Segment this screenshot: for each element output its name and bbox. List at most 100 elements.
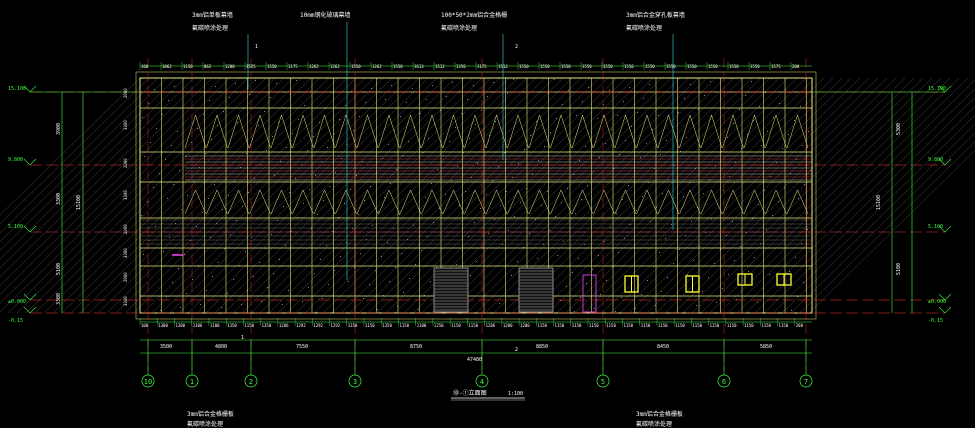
hatch-line	[340, 77, 582, 314]
panel-brace	[442, 189, 465, 215]
hatch-dot	[740, 246, 741, 247]
hatch-line	[0, 77, 168, 242]
hatch-dot	[292, 133, 293, 134]
hatch-dot	[524, 149, 525, 150]
hatch-dot	[609, 90, 610, 91]
hatch-dot	[428, 138, 429, 139]
drawing-title-block: ⑩-①立面图 1:100	[451, 389, 525, 401]
hatch-dot	[636, 210, 637, 211]
hatch-line	[0, 77, 186, 260]
hatch-dot	[210, 237, 211, 238]
hatch-dot	[794, 120, 795, 121]
hatch-dot	[288, 290, 289, 291]
top-dim-text: 1550	[540, 64, 550, 69]
hatch-dot	[658, 115, 659, 116]
hatch-line	[358, 77, 600, 314]
hatch-dot	[420, 113, 421, 114]
hatch-dot	[618, 252, 619, 253]
hatch-dot	[711, 218, 712, 219]
hatch-dot	[483, 149, 484, 150]
hatch-dot	[266, 150, 267, 151]
hatch-dot	[436, 267, 437, 268]
hatch-line	[673, 77, 915, 314]
hatch-dot	[167, 198, 168, 199]
hatch-dot	[154, 89, 155, 90]
hatch-line	[718, 77, 960, 314]
axis-label: 1	[190, 378, 194, 386]
hatch-dot	[252, 139, 253, 140]
hatch-dot	[648, 182, 649, 183]
hatch-dot	[467, 99, 468, 100]
hatch-line	[520, 77, 762, 314]
bottom-dim-text: 1150	[779, 323, 789, 328]
hatch-line	[331, 77, 573, 314]
hatch-dot	[233, 279, 234, 280]
hatch-line	[43, 77, 285, 314]
hatch-dot	[465, 191, 466, 192]
hatch-dot	[622, 199, 623, 200]
callout-bottom-right-note: 氟碳喷涂处理	[636, 420, 672, 428]
hatch-dot	[407, 239, 408, 240]
door	[433, 267, 469, 313]
hatch-line	[610, 77, 852, 314]
hatch-dot	[165, 159, 166, 160]
hatch-dot	[455, 127, 456, 128]
hatch-dot	[143, 254, 144, 255]
level-left-0: ±0.000	[8, 299, 26, 305]
panel-brace	[679, 114, 701, 149]
hatch-dot	[245, 251, 246, 252]
hatch-dot	[532, 174, 533, 175]
hatch-dot	[179, 170, 180, 171]
hatch-dot	[494, 219, 495, 220]
hatch-dot	[236, 220, 237, 221]
hatch-dot	[752, 218, 753, 219]
hatch-line	[556, 77, 798, 314]
hatch-dot	[339, 119, 340, 120]
inner-dim-text: 3300	[123, 248, 128, 258]
hatch-dot	[563, 241, 564, 242]
hatch-line	[0, 77, 150, 225]
hatch-dot	[215, 86, 216, 87]
hatch-dot	[473, 85, 474, 86]
hatch-line	[169, 77, 411, 314]
hatch-dot	[710, 81, 711, 82]
panel-brace	[593, 114, 615, 149]
hatch-dot	[739, 109, 740, 110]
hatch-dot	[667, 277, 668, 278]
hatch-dot	[350, 189, 351, 190]
hatch-dot	[393, 228, 394, 229]
hatch-line	[286, 77, 528, 314]
hatch-dot	[751, 81, 752, 82]
hatch-dot	[422, 152, 423, 153]
hatch-dot	[159, 173, 160, 174]
hatch-dot	[650, 221, 651, 222]
hatch-dot	[304, 105, 305, 106]
panel-brace	[485, 189, 508, 215]
hatch-dot	[544, 146, 545, 147]
top-dim-text: 1512	[435, 64, 445, 69]
panel-brace	[722, 114, 744, 149]
hatch-dot	[517, 261, 518, 262]
hatch-dot	[437, 169, 438, 170]
hatch-dot	[341, 158, 342, 159]
hatch-dot	[727, 137, 728, 138]
hatch-dot	[660, 154, 661, 155]
hatch-dot	[507, 93, 508, 94]
hatch-dot	[242, 206, 243, 207]
hatch-line	[0, 77, 159, 233]
callout-grille: 100*50*2mm铝合金格栅	[441, 11, 507, 19]
hatch-dot	[599, 157, 600, 158]
hatch-dot	[314, 273, 315, 274]
hatch-dot	[586, 283, 587, 284]
panel-brace	[550, 114, 572, 149]
panel-brace	[485, 114, 508, 149]
hatch-dot	[223, 111, 224, 112]
hatch-line	[313, 77, 555, 314]
hatch-dot	[320, 259, 321, 260]
level-left-9800: 9.800	[8, 157, 23, 163]
panel-brace	[313, 114, 336, 149]
hatch-dot	[424, 295, 425, 296]
hatch-dot	[777, 299, 778, 300]
hatch-line	[133, 77, 375, 314]
